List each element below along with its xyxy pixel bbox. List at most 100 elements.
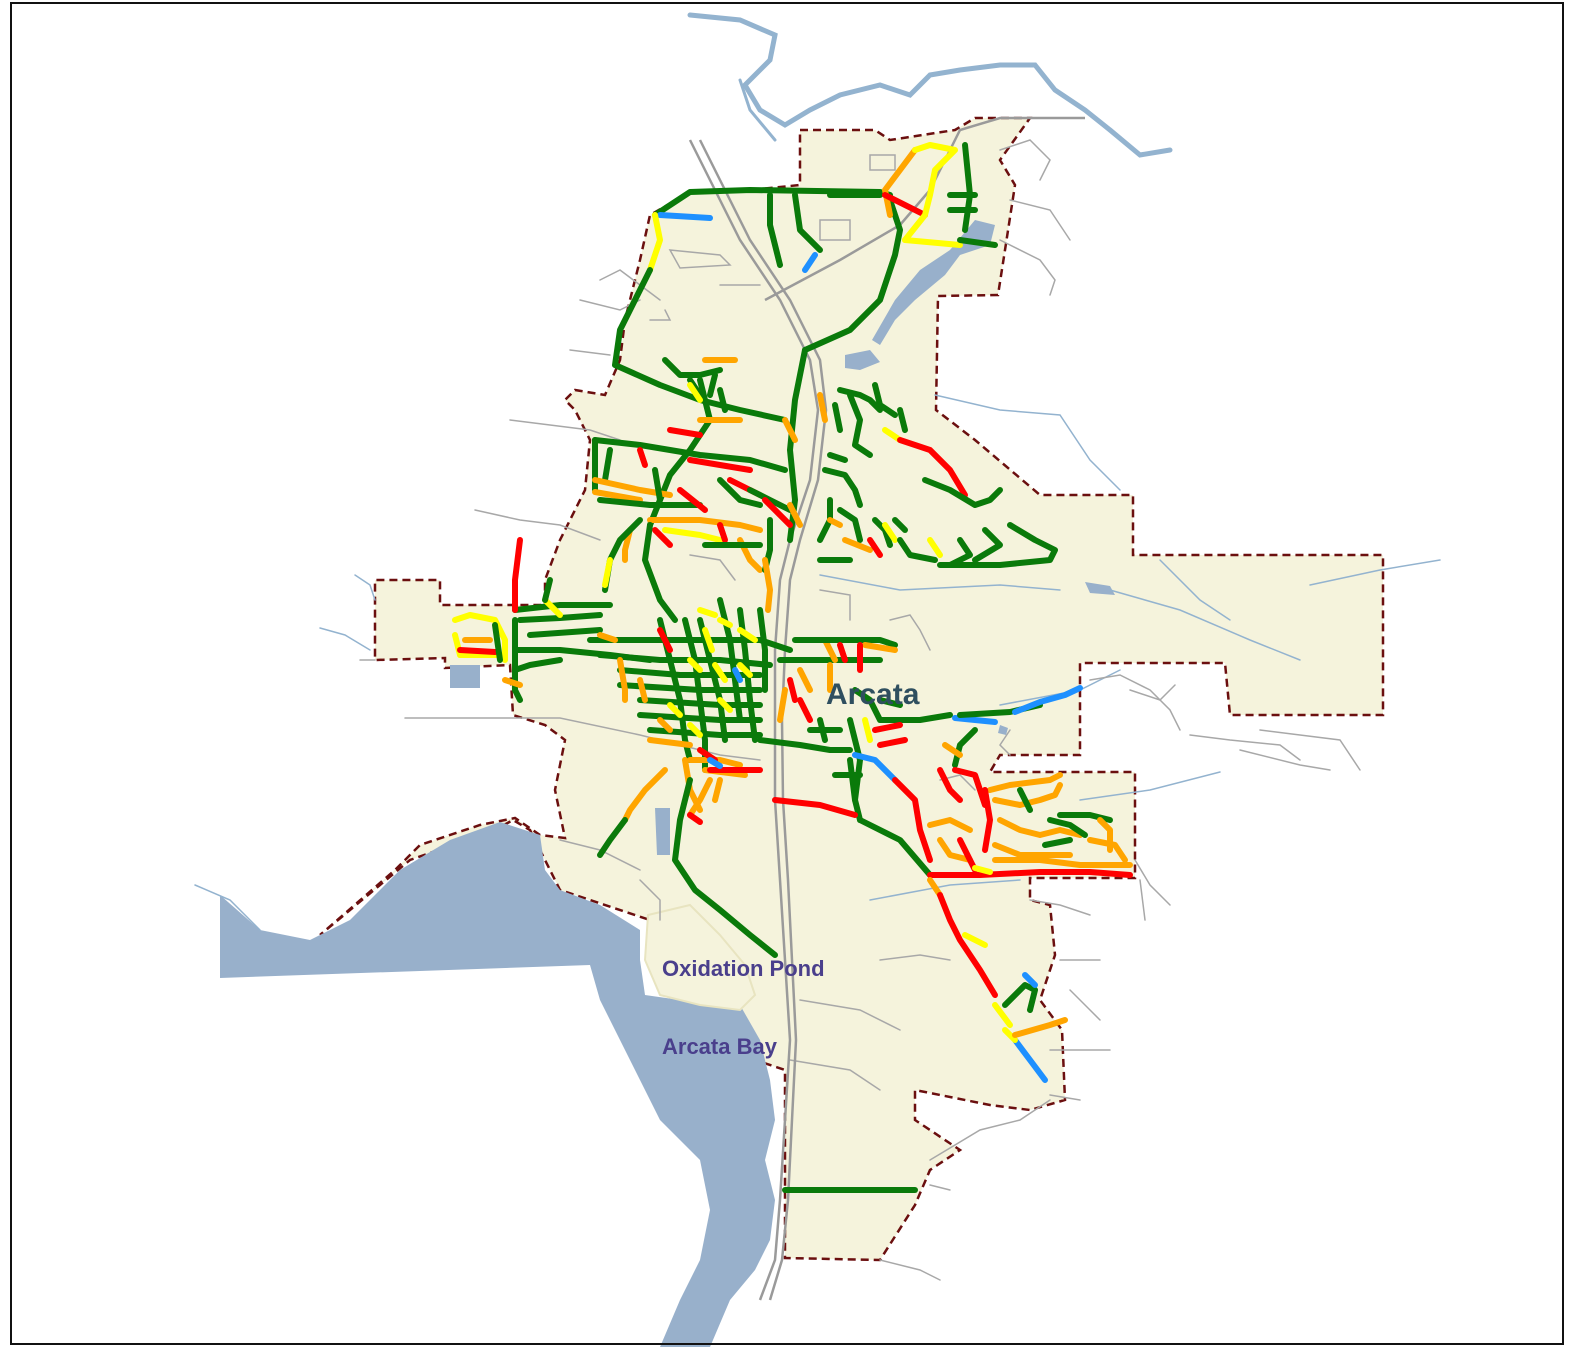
street-segment-green bbox=[897, 537, 938, 563]
street-segment-orange bbox=[987, 772, 1063, 793]
street-segment-orange bbox=[842, 537, 873, 553]
street-segment-green bbox=[847, 757, 858, 803]
street-segment-yellow bbox=[902, 237, 963, 248]
street-segment-red bbox=[877, 737, 908, 748]
street-segment-orange bbox=[647, 737, 693, 748]
street-segment-green bbox=[877, 697, 903, 708]
street-segment-orange bbox=[782, 417, 798, 443]
street-segment-orange bbox=[777, 687, 788, 723]
creek-10 bbox=[194, 884, 261, 931]
street-segment-orange bbox=[502, 677, 523, 688]
street-segment-green bbox=[602, 447, 613, 483]
creek-5 bbox=[1309, 559, 1441, 586]
street-segment-green bbox=[952, 727, 978, 768]
creek-9 bbox=[319, 627, 371, 651]
street-segment-red bbox=[657, 627, 673, 653]
small-pond-e bbox=[998, 725, 1008, 735]
street-segment-green bbox=[757, 737, 853, 753]
street-segment-green bbox=[832, 402, 843, 433]
street-segment-blue bbox=[732, 667, 743, 683]
street-segment-blue bbox=[1022, 972, 1038, 988]
street-segment-red bbox=[677, 487, 708, 513]
small-pond-d bbox=[1085, 582, 1115, 595]
creek-8 bbox=[869, 879, 1021, 901]
street-segment-yellow bbox=[602, 557, 613, 588]
creek-3 bbox=[1109, 589, 1301, 661]
street-segment-green bbox=[672, 777, 778, 958]
street-segment-green bbox=[492, 622, 503, 663]
street-segment-red bbox=[982, 787, 993, 853]
street-segment-green bbox=[642, 522, 678, 623]
street-segment-orange bbox=[882, 147, 918, 218]
street-segment-green bbox=[947, 537, 973, 568]
street-segment-yellow bbox=[972, 865, 993, 875]
small-pond-c bbox=[450, 665, 480, 688]
street-segment-green bbox=[972, 527, 1003, 563]
street-segment-red bbox=[897, 437, 968, 498]
street-segment-orange bbox=[997, 817, 1083, 838]
creek-2 bbox=[819, 574, 1061, 591]
street-segment-green bbox=[747, 487, 793, 513]
street-segment-orange bbox=[927, 877, 943, 898]
street-segment-yellow bbox=[992, 1002, 1013, 1028]
street-segment-green bbox=[512, 657, 563, 673]
rivers bbox=[194, 12, 1441, 931]
street-segment-red bbox=[652, 527, 673, 548]
street-segment-green bbox=[1002, 982, 1038, 1013]
street-segment-yellow bbox=[662, 527, 723, 543]
street-segment-red bbox=[937, 767, 963, 803]
street-segment-blue bbox=[707, 757, 723, 769]
street-segment-red bbox=[457, 647, 498, 655]
street-segment-red bbox=[927, 869, 1133, 878]
street-segment-green bbox=[857, 817, 933, 878]
arcata-bay-label: Arcata Bay bbox=[662, 1034, 777, 1059]
street-segment-orange bbox=[992, 782, 1063, 808]
street-segment-blue bbox=[1012, 1037, 1048, 1083]
rated-street-segments bbox=[452, 142, 1133, 1193]
street-segment-green bbox=[612, 267, 788, 423]
arcata-bay-water bbox=[220, 822, 775, 1347]
creek-11 bbox=[354, 574, 376, 601]
street-segment-yellow bbox=[687, 722, 703, 738]
street-segment-green bbox=[847, 392, 873, 458]
oxidation-pond-shore bbox=[643, 903, 757, 1012]
street-segment-green bbox=[717, 477, 763, 508]
street-segment-orange bbox=[687, 777, 713, 818]
street-segment-yellow bbox=[927, 537, 943, 558]
street-segment-red bbox=[762, 497, 793, 528]
street-segment-green bbox=[542, 577, 553, 603]
street-segment-orange bbox=[687, 757, 743, 768]
street-segment-orange bbox=[617, 657, 628, 703]
street-segment-orange bbox=[942, 742, 963, 758]
street-segment-green bbox=[822, 467, 863, 508]
street-segment-green bbox=[662, 357, 723, 378]
street-segment-green bbox=[957, 237, 998, 248]
street-segment-yellow bbox=[737, 662, 753, 678]
street-segment-red bbox=[797, 697, 813, 723]
street-segment-yellow bbox=[717, 617, 733, 628]
street-segment-yellow bbox=[737, 627, 758, 643]
street-segment-yellow bbox=[452, 632, 503, 658]
mad-river bbox=[687, 12, 1173, 158]
street-segment-orange bbox=[822, 637, 838, 663]
street-segment-red bbox=[772, 797, 858, 818]
street-segment-orange bbox=[927, 817, 973, 833]
street-segment-green bbox=[897, 407, 908, 433]
street-segment-red bbox=[867, 537, 883, 558]
street-segment-orange bbox=[937, 837, 973, 863]
street-segment-blue bbox=[1012, 685, 1083, 715]
street-segment-green bbox=[512, 602, 613, 613]
street-segment-green bbox=[872, 382, 898, 418]
street-segment-orange bbox=[827, 517, 843, 528]
street-segment-green bbox=[792, 637, 898, 648]
street-segment-green bbox=[647, 727, 763, 738]
street-segment-orange bbox=[712, 777, 723, 803]
street-segment-blue bbox=[802, 252, 818, 273]
street-segment-green bbox=[852, 687, 953, 723]
street-segment-orange bbox=[787, 502, 803, 528]
small-pond-a bbox=[845, 350, 880, 370]
street-segment-green bbox=[717, 387, 728, 413]
street-segment-green bbox=[1017, 787, 1033, 813]
creek-7 bbox=[1079, 771, 1221, 801]
